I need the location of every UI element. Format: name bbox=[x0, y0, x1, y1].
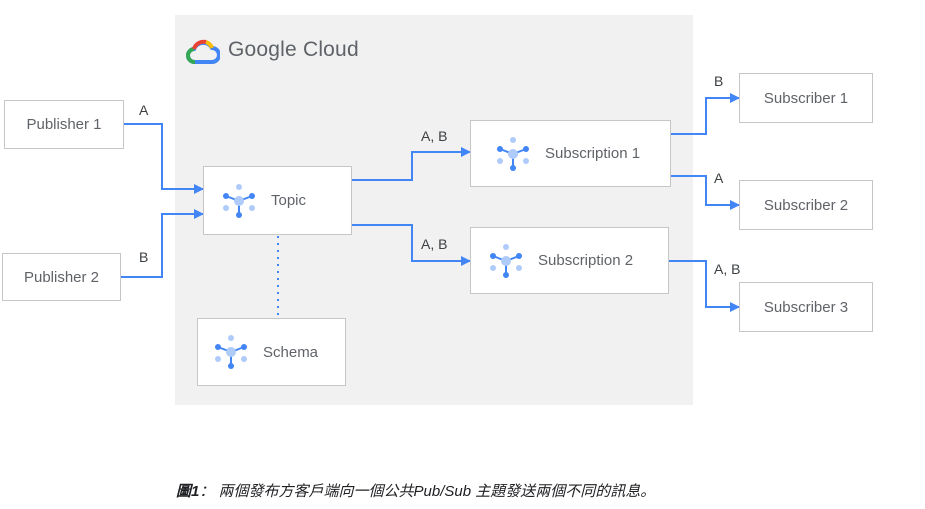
subscription-2-node: Subscription 2 bbox=[470, 227, 669, 294]
figure-number: 圖1 bbox=[176, 483, 200, 500]
pubsub-hub-icon bbox=[497, 136, 529, 171]
subscriber-2-label: Subscriber 2 bbox=[763, 196, 849, 214]
edge-label-topic-sub1: A, B bbox=[421, 128, 448, 144]
publisher-1-label: Publisher 1 bbox=[26, 116, 102, 133]
edge-label-pub1-topic: A bbox=[139, 102, 149, 118]
schema-label: Schema bbox=[263, 343, 319, 361]
edge-label-sub1-subscriber2: A bbox=[714, 170, 724, 186]
publisher-1-node: Publisher 1 bbox=[4, 100, 124, 149]
publisher-2-label: Publisher 2 bbox=[23, 268, 100, 286]
edge-label-sub2-subscriber3: A, B bbox=[714, 261, 741, 277]
schema-node: Schema bbox=[197, 318, 346, 386]
pubsub-hub-icon bbox=[215, 335, 247, 369]
subscriber-3-node: Subscriber 3 bbox=[739, 282, 873, 332]
edge-label-pub2-topic: B bbox=[139, 249, 149, 265]
subscriber-2-node: Subscriber 2 bbox=[739, 180, 873, 230]
subscriber-3-label: Subscriber 3 bbox=[763, 298, 849, 316]
pubsub-hub-icon bbox=[223, 183, 255, 218]
pubsub-hub-icon bbox=[490, 243, 522, 278]
google-cloud-brand-text: Google Cloud bbox=[228, 38, 359, 61]
subscription-2-label: Subscription 2 bbox=[538, 252, 634, 269]
subscription-1-label: Subscription 1 bbox=[545, 145, 641, 162]
publisher-2-node: Publisher 2 bbox=[2, 253, 121, 301]
figure-caption: 圖1： 兩個發布方客戶端向一個公共Pub/Sub 主題發送兩個不同的訊息。 bbox=[176, 480, 655, 501]
figure-caption-text: ： 兩個發布方客戶端向一個公共Pub/Sub 主題發送兩個不同的訊息。 bbox=[199, 483, 656, 500]
edge-label-topic-sub2: A, B bbox=[421, 236, 448, 252]
edge-label-sub1-subscriber1: B bbox=[714, 73, 724, 89]
subscriber-1-label: Subscriber 1 bbox=[763, 89, 849, 107]
subscriber-1-node: Subscriber 1 bbox=[739, 73, 873, 123]
topic-label: Topic bbox=[271, 192, 307, 209]
topic-node: Topic bbox=[203, 166, 352, 235]
google-cloud-logo-icon bbox=[186, 39, 220, 64]
subscription-1-node: Subscription 1 bbox=[470, 120, 671, 187]
